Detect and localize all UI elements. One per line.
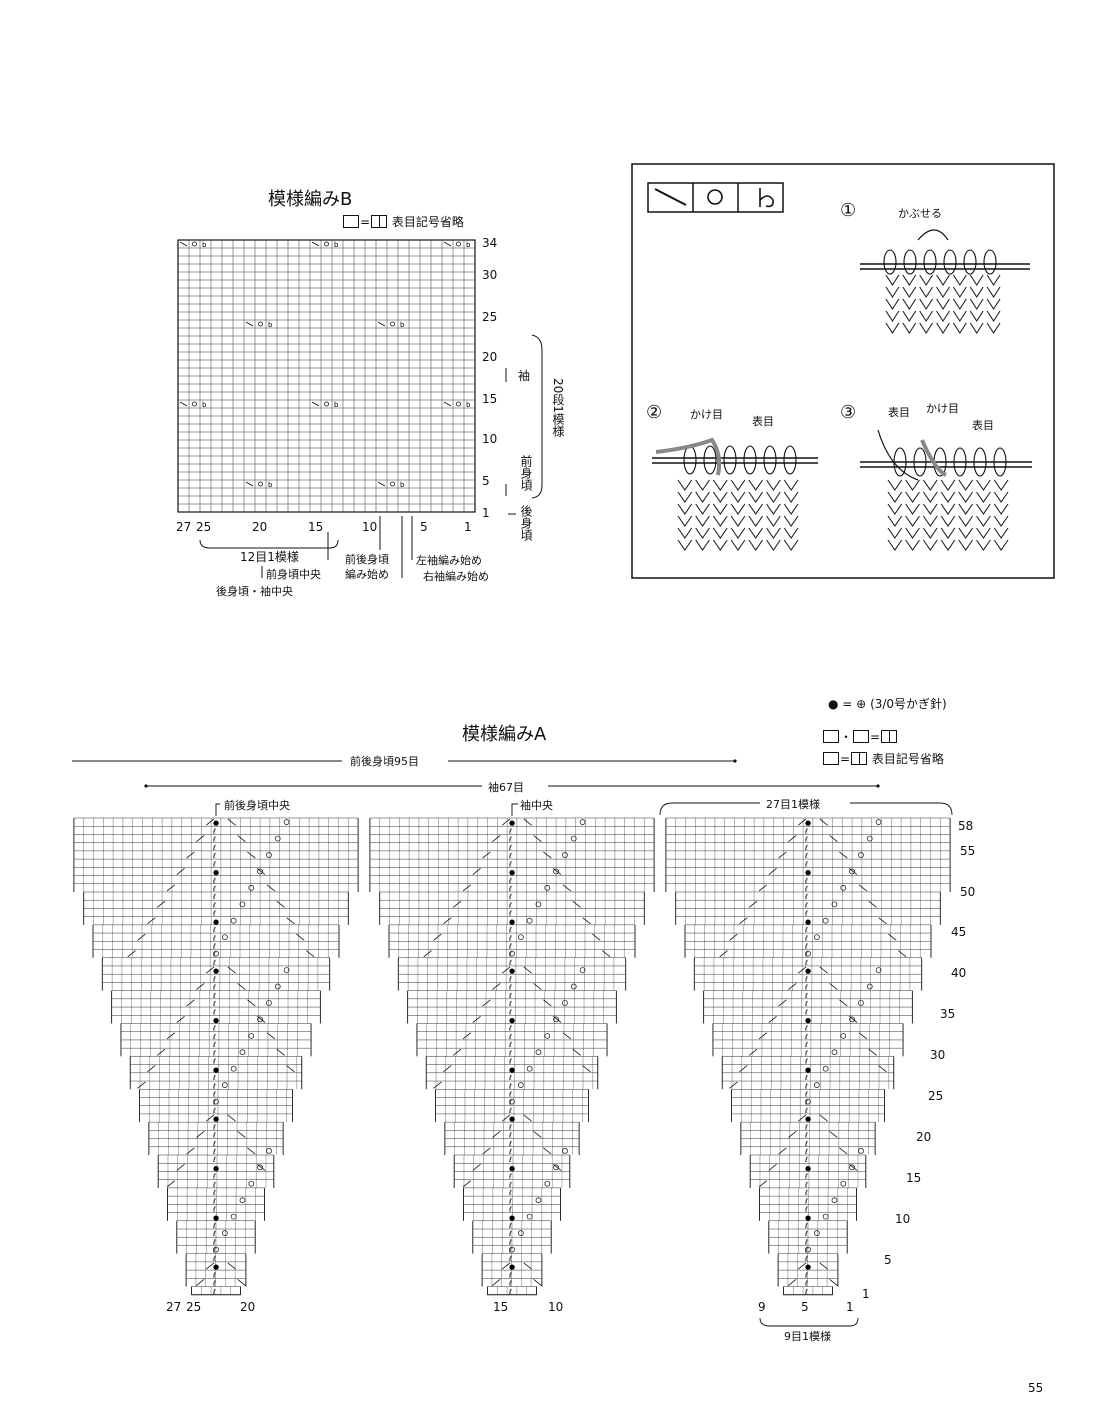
chart-b-col-label-15: 15: [308, 520, 323, 534]
chart-a-row-label-5: 5: [884, 1253, 892, 1267]
chart-b-front-center: 前身頃中央: [266, 566, 321, 582]
chart-a-legend-bobble: ● = ⊕ (3/0号かぎ針): [828, 695, 947, 712]
chart-a-col-label-right-9: 9: [758, 1300, 766, 1314]
chart-a-row-label-1: 1: [862, 1287, 870, 1301]
chart-a-row-label-55: 55: [960, 844, 975, 858]
chart-b-right-sleeve-start: 右袖編み始め: [423, 568, 489, 584]
page-number: 55: [1028, 1381, 1043, 1395]
chart-a-row-label-40: 40: [951, 966, 966, 980]
chart-a-grid: ●ℓℓℓℓℓ●ℓℓℓℓℓ●ℓℓℓℓℓ●ℓℓℓℓℓ●ℓℓℓℓℓ●ℓℓℓℓℓ●ℓℓℓ…: [72, 759, 952, 1326]
chart-b-row-label-20: 20: [482, 350, 497, 364]
chart-b-row-label-1: 1: [482, 506, 490, 520]
chart-b-row-label-15: 15: [482, 392, 497, 406]
chart-b-body-start: 前後身頃 編み始め: [345, 552, 389, 582]
chart-b-col-label-20: 20: [252, 520, 267, 534]
chart-b-repeat-stitches: 12目1模様: [240, 548, 299, 565]
chart-a-section-sleeve: ●ℓℓℓℓℓ●ℓℓℓℓℓ●ℓℓℓℓℓ●ℓℓℓℓℓ●ℓℓℓℓℓ●ℓℓℓℓℓ●ℓℓℓ…: [370, 818, 654, 1296]
svg-text:b: b: [202, 241, 207, 249]
step2-label-knit: 表目: [752, 413, 774, 429]
chart-a-legend-omit: = 表目記号省略: [822, 750, 944, 767]
step3-label-yo: かけ目: [926, 400, 959, 416]
illustration-frame: [632, 164, 1054, 578]
repeat-bottom-label: 9目1模様: [784, 1328, 831, 1344]
svg-text:b: b: [334, 401, 339, 409]
chart-a-col-label-left-27: 27: [166, 1300, 181, 1314]
chart-a-row-label-45: 45: [951, 925, 966, 939]
bobble-crochet-icon: ⊕: [856, 697, 866, 711]
chart-a-legend-dec: ・=: [822, 728, 898, 745]
step3-label-knit2: 表目: [972, 417, 994, 433]
chart-b-row-label-34: 34: [482, 236, 497, 250]
svg-text:b: b: [268, 321, 273, 329]
chart-a-row-label-30: 30: [930, 1048, 945, 1062]
chart-a-row-label-50: 50: [960, 885, 975, 899]
chart-b-repeat-rows: 20段1模様: [550, 378, 567, 437]
svg-text:b: b: [202, 401, 207, 409]
chart-b-row-label-5: 5: [482, 474, 490, 488]
chart-a-row-label-35: 35: [940, 1007, 955, 1021]
chart-b-back-sleeve-center: 後身頃・袖中央: [216, 583, 293, 599]
chart-b-left-sleeve-start: 左袖編み始め: [416, 552, 482, 568]
chart-b-col-label-1: 1: [464, 520, 472, 534]
center-sleeve-label: 袖中央: [520, 797, 553, 813]
svg-text:b: b: [268, 481, 273, 489]
chart-b-title: 模様編みB: [268, 185, 352, 211]
knitting-illustrations: [652, 230, 1032, 550]
step2-number: ②: [646, 402, 662, 423]
chart-b-front-label: 前身頃: [518, 455, 535, 491]
chart-a-row-label-15: 15: [906, 1171, 921, 1185]
chart-b-col-label-5: 5: [420, 520, 428, 534]
chart-b-back-label: 後身頃: [518, 505, 535, 541]
step1-label: かぶせる: [898, 205, 942, 221]
chart-a-row-label-10: 10: [895, 1212, 910, 1226]
step2-label-yo: かけ目: [690, 406, 723, 422]
chart-a-col-label-mid-10: 10: [548, 1300, 563, 1314]
bobble-dot-icon: ●: [828, 697, 838, 711]
dec-right-square-icon: [853, 730, 869, 743]
svg-text:b: b: [466, 401, 471, 409]
svg-text:b: b: [400, 321, 405, 329]
step3-number: ③: [840, 402, 856, 423]
step3-label-knit1: 表目: [888, 404, 910, 420]
chart-b-col-label-27: 27: [176, 520, 191, 534]
chart-a-legend-omit-text: 表目記号省略: [872, 752, 944, 766]
chart-a-row-label-58: 58: [958, 819, 973, 833]
center-body-label: 前後身頃中央: [224, 797, 290, 813]
chart-b-legend: = 表目記号省略: [342, 213, 464, 230]
chart-b-sleeve-label: 袖: [518, 367, 530, 384]
blank-square-icon: [343, 215, 359, 228]
chart-a-legend-bobble-text: (3/0号かぎ針): [870, 697, 947, 711]
knit-square-icon-2: [881, 730, 897, 743]
chart-a-col-label-mid-15: 15: [493, 1300, 508, 1314]
blank-square-icon-2: [823, 752, 839, 765]
chart-b-row-label-10: 10: [482, 432, 497, 446]
svg-text:b: b: [334, 241, 339, 249]
chart-a-legend-eq: =: [870, 730, 880, 744]
chart-b-legend-text: 表目記号省略: [392, 215, 464, 229]
chart-a-col-label-left-25: 25: [186, 1300, 201, 1314]
chart-b-col-label-25: 25: [196, 520, 211, 534]
chart-a-row-label-25: 25: [928, 1089, 943, 1103]
chart-b-col-label-10: 10: [362, 520, 377, 534]
svg-text:b: b: [466, 241, 471, 249]
svg-text:b: b: [400, 481, 405, 489]
knit-square-icon-3: [851, 752, 867, 765]
chart-a-section-body: ●ℓℓℓℓℓ●ℓℓℓℓℓ●ℓℓℓℓℓ●ℓℓℓℓℓ●ℓℓℓℓℓ●ℓℓℓℓℓ●ℓℓℓ…: [74, 818, 358, 1296]
chart-a-row-label-20: 20: [916, 1130, 931, 1144]
chart-a-col-label-left-20: 20: [240, 1300, 255, 1314]
dec-left-square-icon: [823, 730, 839, 743]
span-body-label: 前後身頃95目: [350, 753, 419, 769]
chart-b-grid: b b b b b b b b b b: [178, 240, 542, 578]
chart-b-row-label-30: 30: [482, 268, 497, 282]
step1-number: ①: [840, 200, 856, 221]
chart-a-title: 模様編みA: [462, 720, 546, 746]
chart-a-col-label-right-1: 1: [846, 1300, 854, 1314]
span-repeat-label: 27目1模様: [766, 796, 820, 812]
chart-a-col-label-right-5: 5: [801, 1300, 809, 1314]
chart-b-row-label-25: 25: [482, 310, 497, 324]
knit-square-icon: [371, 215, 387, 228]
span-sleeve-label: 袖67目: [488, 779, 524, 795]
